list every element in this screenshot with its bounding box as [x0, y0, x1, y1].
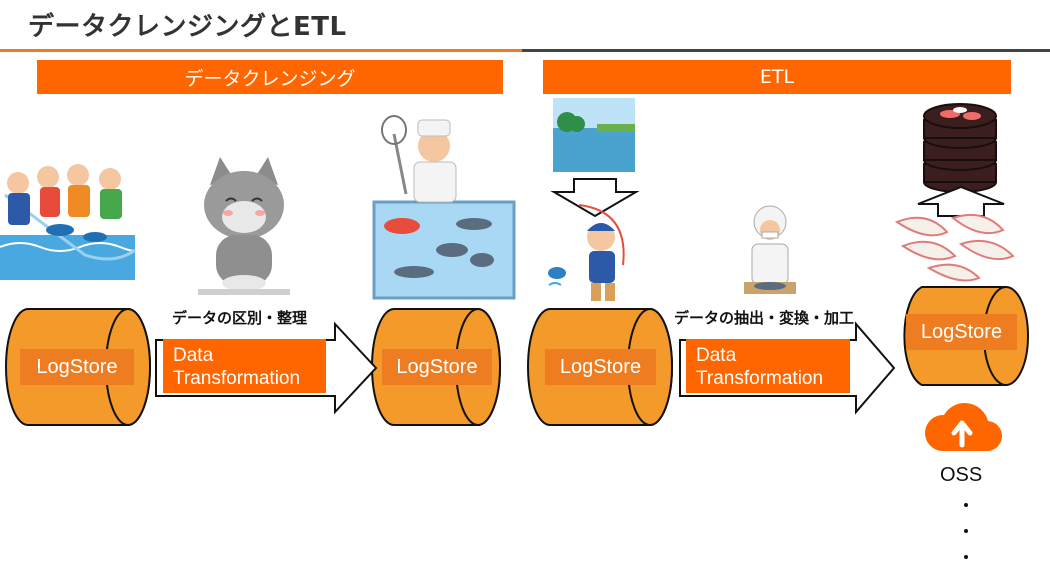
logstore-label-2: LogStore	[382, 349, 492, 385]
cleansing-banner: データクレンジング	[37, 60, 503, 94]
oss-label: OSS	[940, 464, 982, 487]
data-transformation-box-etl: Data Transformation	[686, 339, 850, 393]
page-title: データクレンジングとETL	[28, 6, 347, 43]
sushi-pieces-icon	[893, 212, 1025, 286]
ellipsis-dot-1	[964, 503, 968, 507]
logstore-label-3: LogStore	[545, 349, 656, 385]
logstore-label-4: LogStore	[906, 314, 1017, 350]
dt-line-1: Data	[173, 344, 326, 367]
dt-line-2: Transformation	[696, 367, 850, 390]
cloud-upload-icon	[922, 395, 1004, 455]
ellipsis-dot-3	[964, 555, 968, 559]
dt-line-2: Transformation	[173, 367, 326, 390]
sushi-platter-icon	[920, 98, 1000, 194]
ellipsis-dot-2	[964, 529, 968, 533]
fishermen-net-icon	[0, 155, 135, 280]
fishmonger-tank-icon	[374, 114, 514, 298]
cat-icon	[198, 155, 290, 295]
title-rule-gray	[522, 49, 1050, 52]
etl-banner: ETL	[543, 60, 1011, 94]
data-transformation-box-cleansing: Data Transformation	[163, 339, 326, 393]
dt-line-1: Data	[696, 344, 850, 367]
lake-icon	[553, 98, 635, 172]
logstore-label-1: LogStore	[20, 349, 134, 385]
title-rule-orange	[0, 49, 522, 52]
